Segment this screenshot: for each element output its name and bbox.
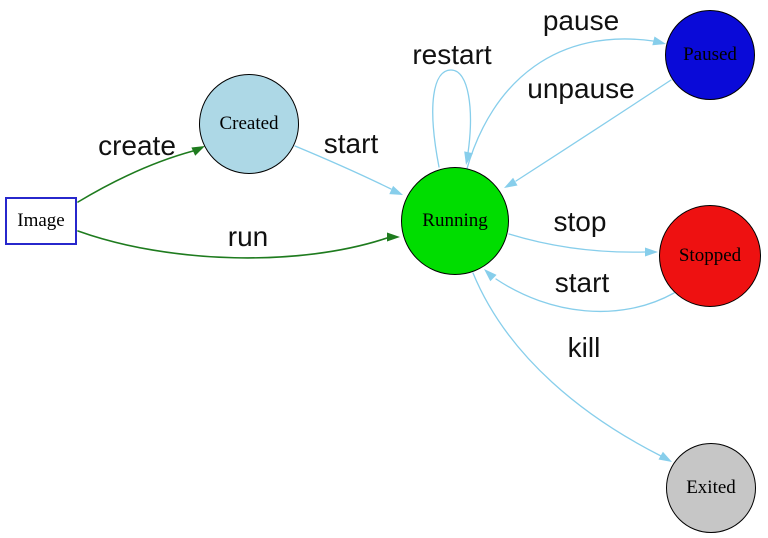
edge-label-restart: restart — [412, 39, 492, 70]
node-paused: Paused — [665, 10, 755, 100]
edge-start-created-running — [294, 145, 392, 190]
edge-label-stop: stop — [553, 206, 607, 237]
node-running-label: Running — [422, 210, 488, 231]
edge-label-create: create — [98, 130, 176, 161]
edge-pause — [465, 38, 654, 173]
node-created: Created — [199, 74, 299, 174]
node-image-label: Image — [17, 210, 65, 231]
arrowhead-start-stopped-running — [484, 269, 497, 282]
arrowhead-kill — [658, 451, 672, 462]
edge-unpause — [515, 79, 672, 182]
arrowhead-start-created-running — [389, 185, 403, 195]
node-stopped-label: Stopped — [678, 245, 742, 266]
edge-label-pause: pause — [542, 5, 620, 36]
edge-start-stopped-running — [495, 278, 675, 313]
edge-stop — [508, 233, 646, 253]
edge-label-start-stopped-running: start — [554, 267, 610, 298]
arrowhead-unpause — [504, 177, 518, 188]
arrowhead-pause — [652, 36, 666, 46]
edge-label-run: run — [227, 221, 269, 252]
arrowhead-run — [387, 232, 400, 242]
node-stopped: Stopped — [659, 205, 761, 307]
arrowhead-create — [191, 146, 205, 156]
node-running: Running — [401, 167, 509, 275]
node-exited: Exited — [666, 443, 756, 533]
edge-run — [77, 230, 388, 259]
arrowhead-stop — [645, 247, 658, 257]
edge-create — [77, 150, 194, 203]
edge-label-kill: kill — [567, 332, 601, 363]
edge-label-unpause: unpause — [527, 73, 635, 104]
node-created-label: Created — [219, 113, 279, 134]
node-image: Image — [5, 197, 77, 245]
edge-label-start-created-running: start — [323, 128, 379, 159]
node-exited-label: Exited — [686, 477, 736, 498]
node-paused-label: Paused — [683, 44, 737, 65]
edge-kill — [472, 272, 662, 457]
edge-restart-self-loop — [432, 69, 472, 168]
